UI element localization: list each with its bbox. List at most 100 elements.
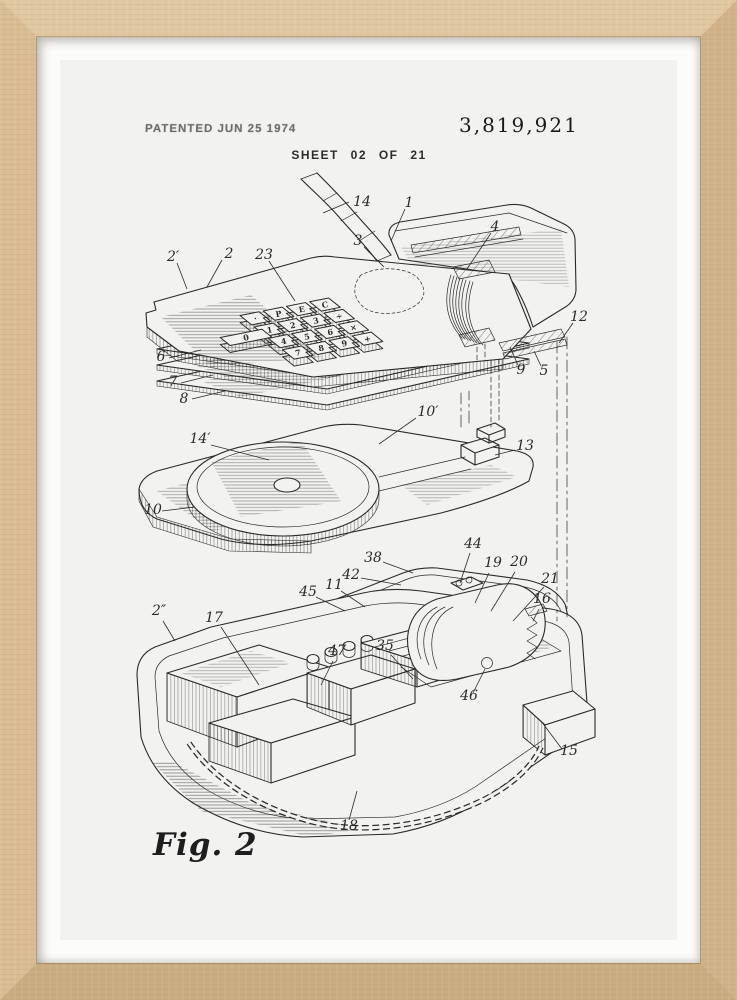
- key-glyph: 6: [326, 326, 334, 337]
- key-glyph: 4: [280, 336, 288, 347]
- leader-line: [206, 259, 223, 288]
- leader-line: [191, 390, 226, 400]
- sheet-number: SHEET 02 OF 21: [291, 148, 427, 162]
- key-glyph: 9: [341, 338, 349, 349]
- part-label-19: 19: [484, 555, 502, 571]
- disc-hub: [273, 477, 301, 493]
- leader-line: [268, 260, 296, 302]
- key-top: [351, 331, 384, 346]
- key-glyph: ×: [349, 322, 357, 333]
- bracket-44: [450, 576, 484, 591]
- part-label-10: 10: [144, 502, 162, 518]
- part-label-45: 45: [298, 584, 317, 600]
- key-glyph: E: [298, 304, 306, 315]
- leader-line: [220, 626, 260, 686]
- fastener-46: [481, 657, 493, 669]
- part-label-2: 2: [224, 246, 234, 262]
- leader-line: [512, 586, 545, 622]
- part-label-35: 35: [376, 638, 394, 654]
- part-label-5: 5: [540, 363, 549, 379]
- leader-line: [360, 577, 402, 586]
- part-label-46: 46: [459, 688, 478, 704]
- seal-18: [186, 741, 544, 831]
- part-label-17: 17: [205, 610, 223, 626]
- leader-line: [390, 208, 406, 242]
- leader-line: [348, 790, 358, 821]
- part-label-3: 3: [354, 233, 363, 249]
- key-glyph: 5: [303, 331, 310, 342]
- part-label-16: 16: [533, 591, 551, 607]
- part-label-13: 13: [516, 438, 534, 454]
- part-label-15: 15: [560, 743, 578, 759]
- key-glyph: ÷: [335, 310, 343, 321]
- part-label-8: 8: [180, 391, 189, 407]
- patent-date-stamp: PATENTED JUN 25 1974: [144, 123, 297, 135]
- part-label-1: 1: [405, 195, 414, 211]
- part-label-21: 21: [540, 571, 559, 587]
- leader-line: [180, 374, 214, 384]
- key-top: [337, 320, 370, 335]
- leader-line: [494, 449, 516, 456]
- key-glyph: P: [275, 308, 283, 319]
- part-label-42: 42: [341, 567, 360, 583]
- leader-line: [162, 620, 176, 642]
- leader-line: [490, 571, 516, 612]
- printer-drum: [407, 576, 546, 682]
- part-label-14′: 14′: [190, 431, 212, 447]
- key-glyph: 3: [312, 315, 320, 326]
- ribbon-cable: [446, 259, 496, 364]
- key-glyph: C: [321, 299, 329, 310]
- part-label-4: 4: [490, 219, 500, 235]
- part-label-44: 44: [463, 536, 482, 552]
- leader-line: [320, 660, 334, 686]
- leader-line: [472, 668, 486, 694]
- part-label-6: 6: [157, 349, 166, 365]
- key-glyph: 2: [289, 320, 296, 331]
- leader-line: [474, 572, 490, 604]
- chassis-plate: [138, 358, 534, 554]
- leader-line: [390, 654, 414, 680]
- part-label-20: 20: [509, 554, 528, 570]
- key-glyph: 8: [317, 342, 325, 353]
- leader-line: [532, 608, 540, 622]
- leader-line: [210, 444, 270, 461]
- leader-line: [176, 262, 188, 290]
- part-label-47: 47: [327, 643, 346, 659]
- leader-line: [340, 590, 366, 608]
- leader-line: [378, 417, 417, 445]
- part-label-18: 18: [340, 818, 358, 834]
- membrane-sheet: [354, 268, 425, 314]
- part-label-10′: 10′: [418, 404, 440, 420]
- leader-line: [161, 506, 196, 512]
- part-label-2′: 2′: [166, 249, 180, 265]
- leader-line: [363, 246, 385, 268]
- paper-tape: [300, 172, 392, 262]
- part-label-38: 38: [364, 550, 382, 566]
- leader-line: [509, 346, 519, 366]
- leader-line: [315, 596, 346, 612]
- component-13: [460, 422, 506, 466]
- part-label-7: 7: [169, 374, 178, 390]
- patent-number: 3,819,921: [459, 113, 579, 137]
- part-label-2″: 2″: [151, 603, 167, 619]
- internal-components: [166, 576, 596, 831]
- key-glyph: 7: [294, 347, 301, 358]
- leader-line: [466, 232, 492, 270]
- leader-line: [558, 322, 574, 344]
- key-glyph: +: [363, 333, 371, 344]
- key-top: [309, 297, 341, 312]
- part-label-14: 14: [353, 194, 371, 210]
- cable-connector: [458, 327, 496, 348]
- part-label-23: 23: [254, 247, 273, 263]
- leader-line: [540, 720, 563, 750]
- speaker-disc: [186, 441, 380, 547]
- phantom-lines: [556, 336, 568, 622]
- part-label-9: 9: [517, 362, 526, 378]
